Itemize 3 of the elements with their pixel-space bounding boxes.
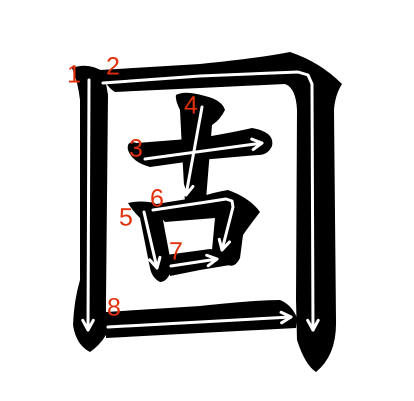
stroke-number: 3 [129, 136, 143, 162]
stroke-number: 4 [184, 94, 198, 118]
stroke-number: 5 [119, 206, 133, 230]
